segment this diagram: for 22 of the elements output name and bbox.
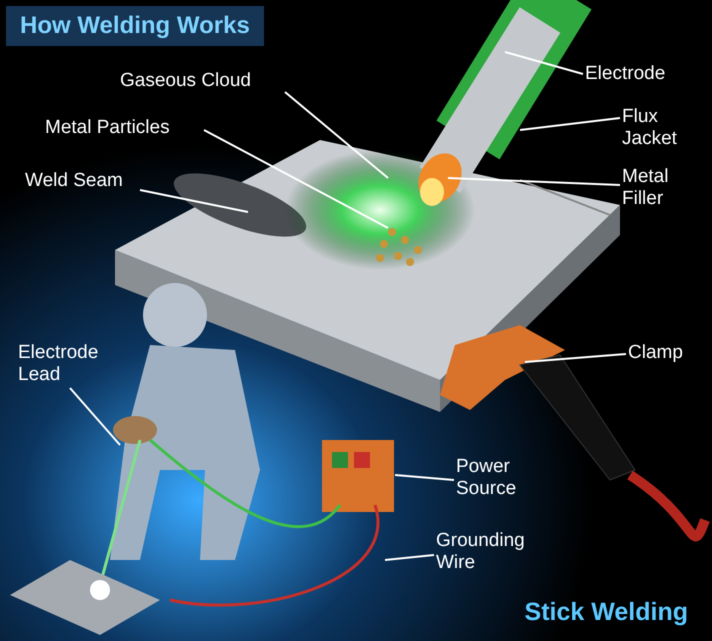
leader-line bbox=[394, 474, 454, 481]
leader-line bbox=[524, 353, 626, 363]
part-label: Metal Filler bbox=[622, 166, 692, 210]
leader-line bbox=[504, 51, 584, 75]
part-label: Flux Jacket bbox=[622, 106, 692, 150]
title: How Welding Works bbox=[6, 6, 264, 46]
part-label: Metal Particles bbox=[45, 117, 170, 139]
leader-line bbox=[284, 91, 389, 179]
part-label: Grounding Wire bbox=[436, 530, 556, 574]
caption: Stick Welding bbox=[524, 598, 688, 627]
part-label: Gaseous Cloud bbox=[120, 70, 251, 92]
part-label: Power Source bbox=[456, 456, 546, 500]
part-label: Electrode Lead bbox=[18, 342, 128, 386]
leader-line bbox=[204, 129, 388, 229]
leader-line bbox=[140, 189, 248, 213]
leader-line bbox=[520, 117, 620, 131]
leader-line bbox=[448, 177, 620, 186]
leader-line bbox=[384, 554, 434, 561]
part-label: Weld Seam bbox=[25, 170, 123, 192]
leader-line bbox=[69, 387, 121, 446]
part-label: Clamp bbox=[628, 342, 683, 364]
part-label: Electrode bbox=[585, 63, 666, 85]
